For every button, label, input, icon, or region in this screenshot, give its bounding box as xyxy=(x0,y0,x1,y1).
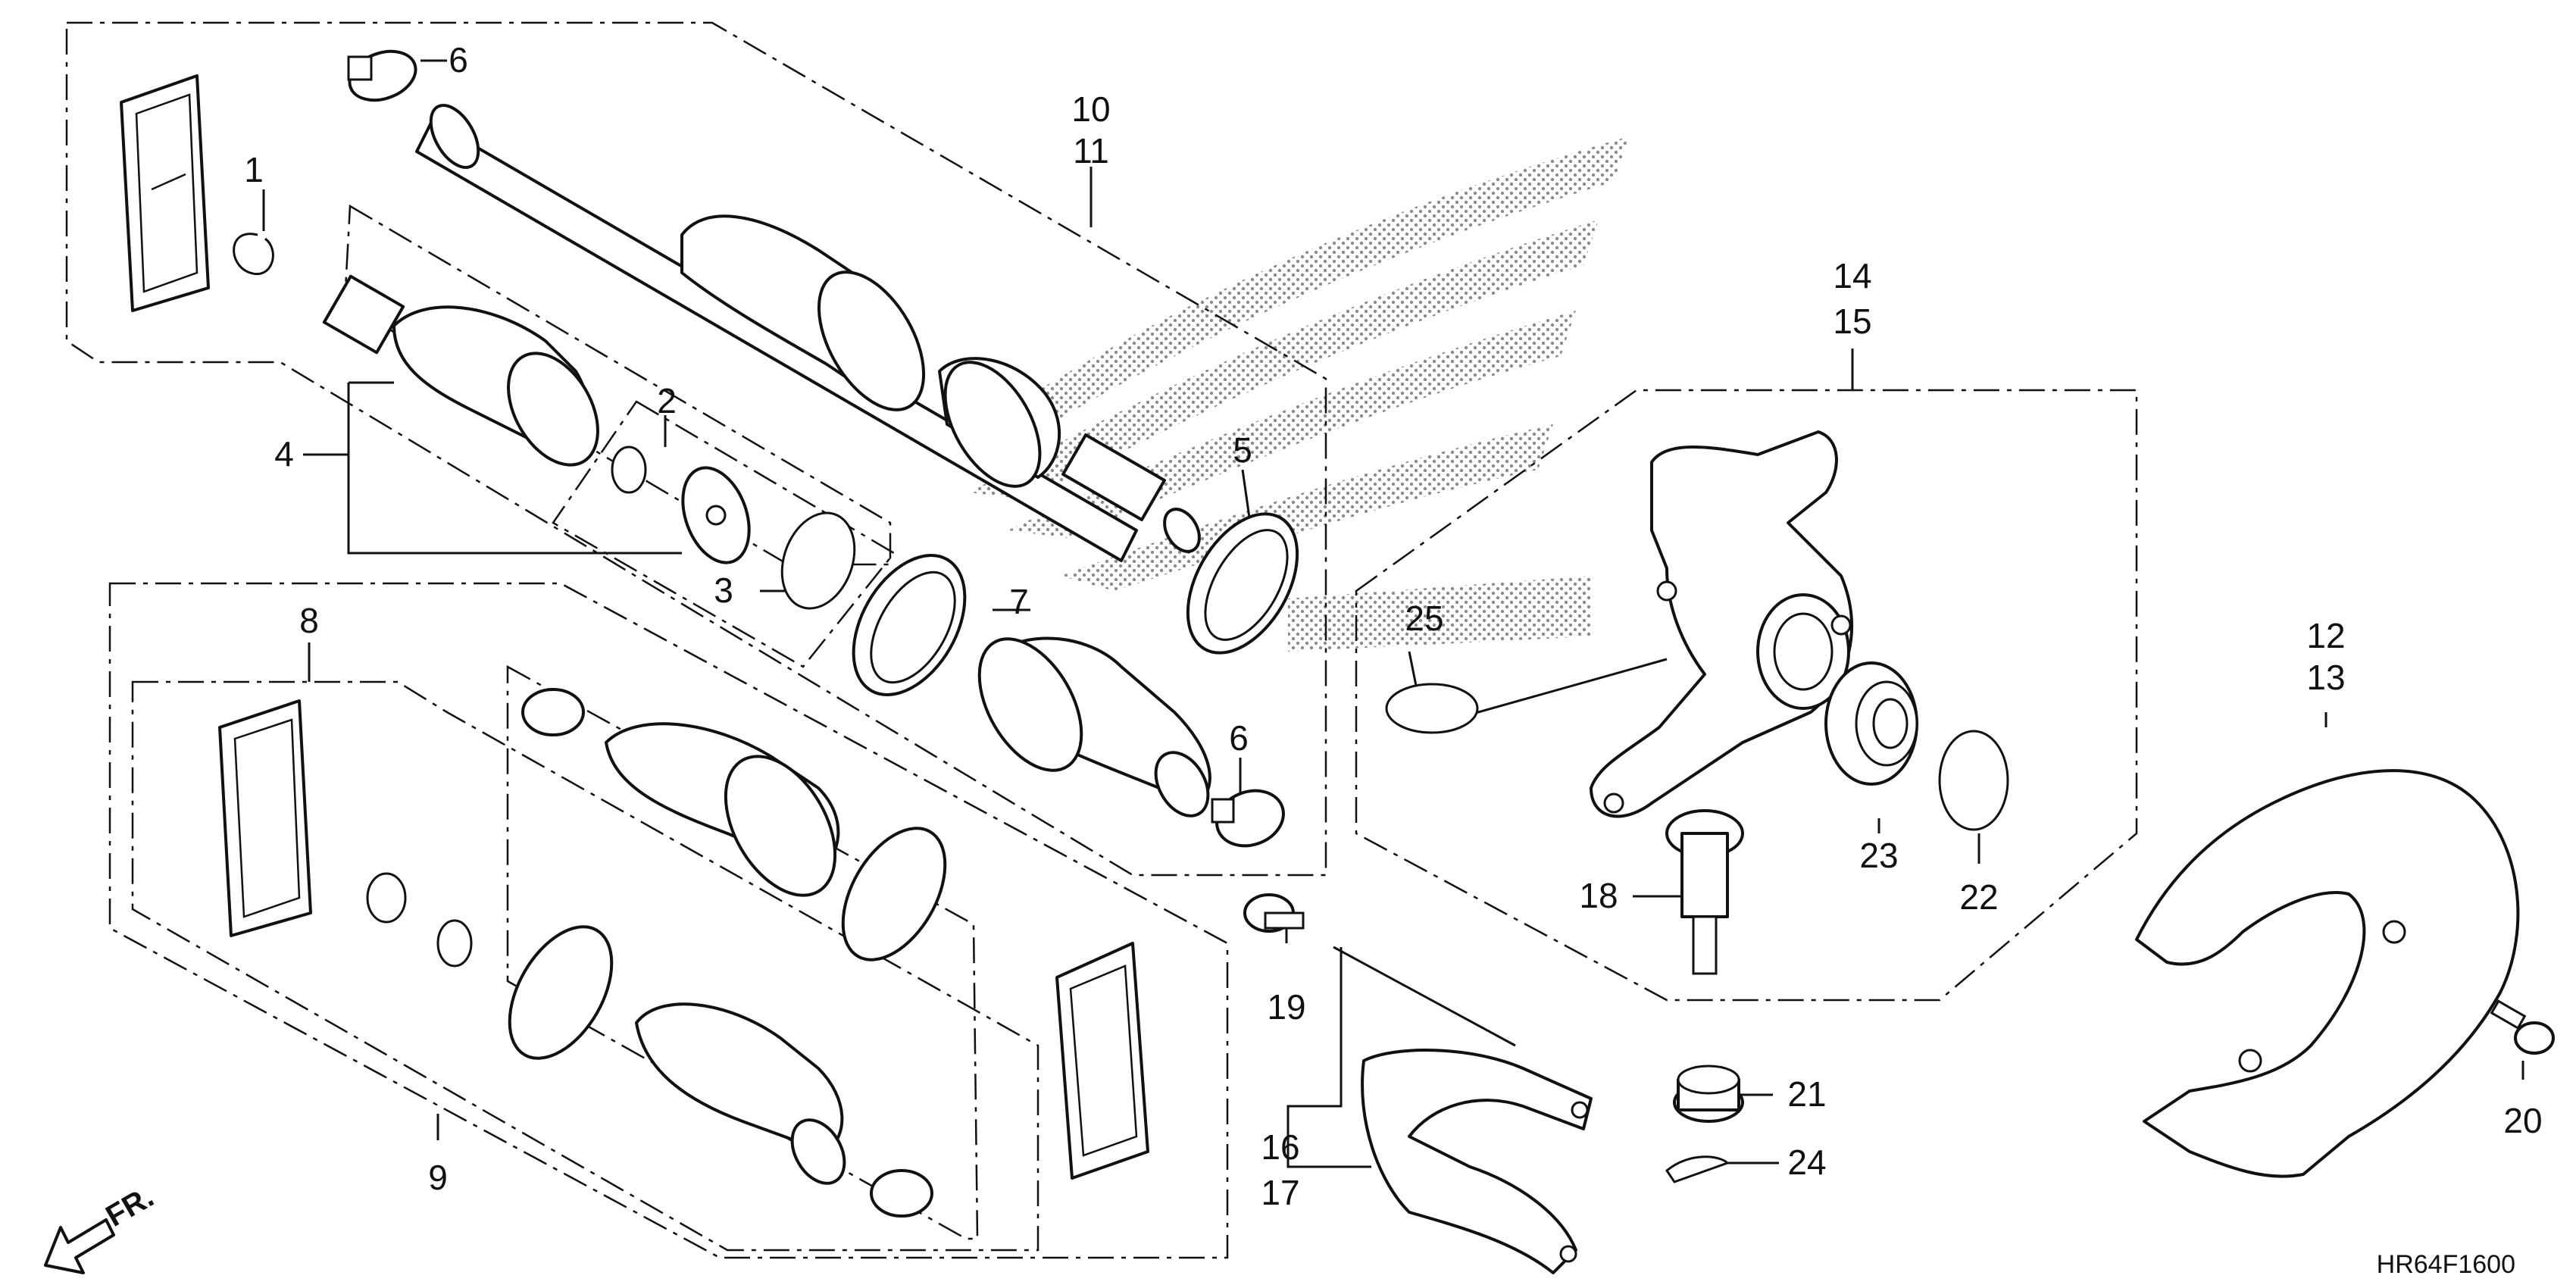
callout-7: 7 xyxy=(1009,582,1029,621)
cv-joint-icon xyxy=(322,274,599,467)
callout-15: 15 xyxy=(1833,302,1871,341)
snap-ring-icon xyxy=(1385,683,1479,734)
boot-clamp-icon xyxy=(1211,789,1285,848)
flange-bolt-icon xyxy=(2490,999,2555,1055)
callout-10: 10 xyxy=(1071,89,1110,129)
ball-joint-icon xyxy=(1665,809,1744,975)
callout-2: 2 xyxy=(657,381,677,420)
callout-11: 11 xyxy=(1073,131,1109,170)
wheel-bearing-icon xyxy=(1824,661,1918,786)
callout-5: 5 xyxy=(1233,430,1252,470)
callout-labels: 1 2 3 4 5 6 6 7 8 9 10 11 12 13 14 15 16… xyxy=(244,40,2542,1212)
callout-25: 25 xyxy=(1405,599,1443,638)
callout-18: 18 xyxy=(1579,876,1618,915)
callout-17: 17 xyxy=(1261,1173,1299,1212)
callout-24: 24 xyxy=(1787,1143,1826,1182)
callout-9: 9 xyxy=(428,1158,448,1197)
callout-12: 12 xyxy=(2306,616,2345,655)
callout-19: 19 xyxy=(1267,987,1305,1027)
boot-clamp-icon xyxy=(347,49,417,102)
callout-16: 16 xyxy=(1261,1127,1299,1167)
disc-guard-icon xyxy=(2135,769,2520,1178)
flange-bolt-icon xyxy=(1243,893,1305,933)
circlip-icon xyxy=(233,233,274,276)
diagram-code: HR64F1600 xyxy=(2377,1250,2515,1279)
wing-logo-watermark xyxy=(939,136,1629,652)
callout-20: 20 xyxy=(2503,1101,2542,1140)
circlip-icon xyxy=(366,872,407,924)
boot-band-icon xyxy=(852,554,967,696)
outline-inner-set xyxy=(552,400,896,668)
cv-boot-icon xyxy=(366,872,933,1218)
drive-shaft-icon xyxy=(415,104,1201,562)
grease-packet-icon xyxy=(1055,942,1149,1180)
cotter-pin-icon xyxy=(1665,1155,1730,1183)
grease-packet-icon xyxy=(120,74,210,312)
callout-1: 1 xyxy=(244,150,264,189)
bearing-cage-icon xyxy=(681,466,751,564)
callout-6-lower: 6 xyxy=(1229,718,1249,758)
outline-axle-kit-1 xyxy=(65,21,1327,877)
snap-ring-icon xyxy=(780,511,856,610)
grease-packet-icon xyxy=(218,699,312,937)
callout-6-upper: 6 xyxy=(449,40,468,80)
outline-boot-kit-9 xyxy=(108,582,1229,1259)
callout-13: 13 xyxy=(2306,658,2345,697)
callout-14: 14 xyxy=(1833,256,1871,295)
cv-boot-icon xyxy=(521,688,947,961)
brake-hose-bracket-icon xyxy=(1361,1049,1593,1274)
group-outlines xyxy=(65,21,2138,1259)
callout-3: 3 xyxy=(714,571,733,610)
circlip-icon xyxy=(1938,730,2009,831)
callout-21: 21 xyxy=(1787,1074,1826,1114)
callout-23: 23 xyxy=(1859,836,1898,875)
cv-boot-icon xyxy=(977,636,1211,818)
boot-band-icon xyxy=(1186,512,1299,655)
front-direction-arrow-icon: FR. xyxy=(44,1180,159,1274)
callout-4: 4 xyxy=(274,434,294,474)
castle-nut-icon xyxy=(1673,1064,1744,1123)
outline-boot-kit-8 xyxy=(131,680,1039,1252)
callout-22: 22 xyxy=(1959,877,1998,917)
steering-knuckle-icon xyxy=(1590,430,1854,818)
circlip-icon xyxy=(611,445,647,494)
callout-8: 8 xyxy=(299,601,319,640)
outline-knuckle-kit-14 xyxy=(1355,389,2138,1002)
